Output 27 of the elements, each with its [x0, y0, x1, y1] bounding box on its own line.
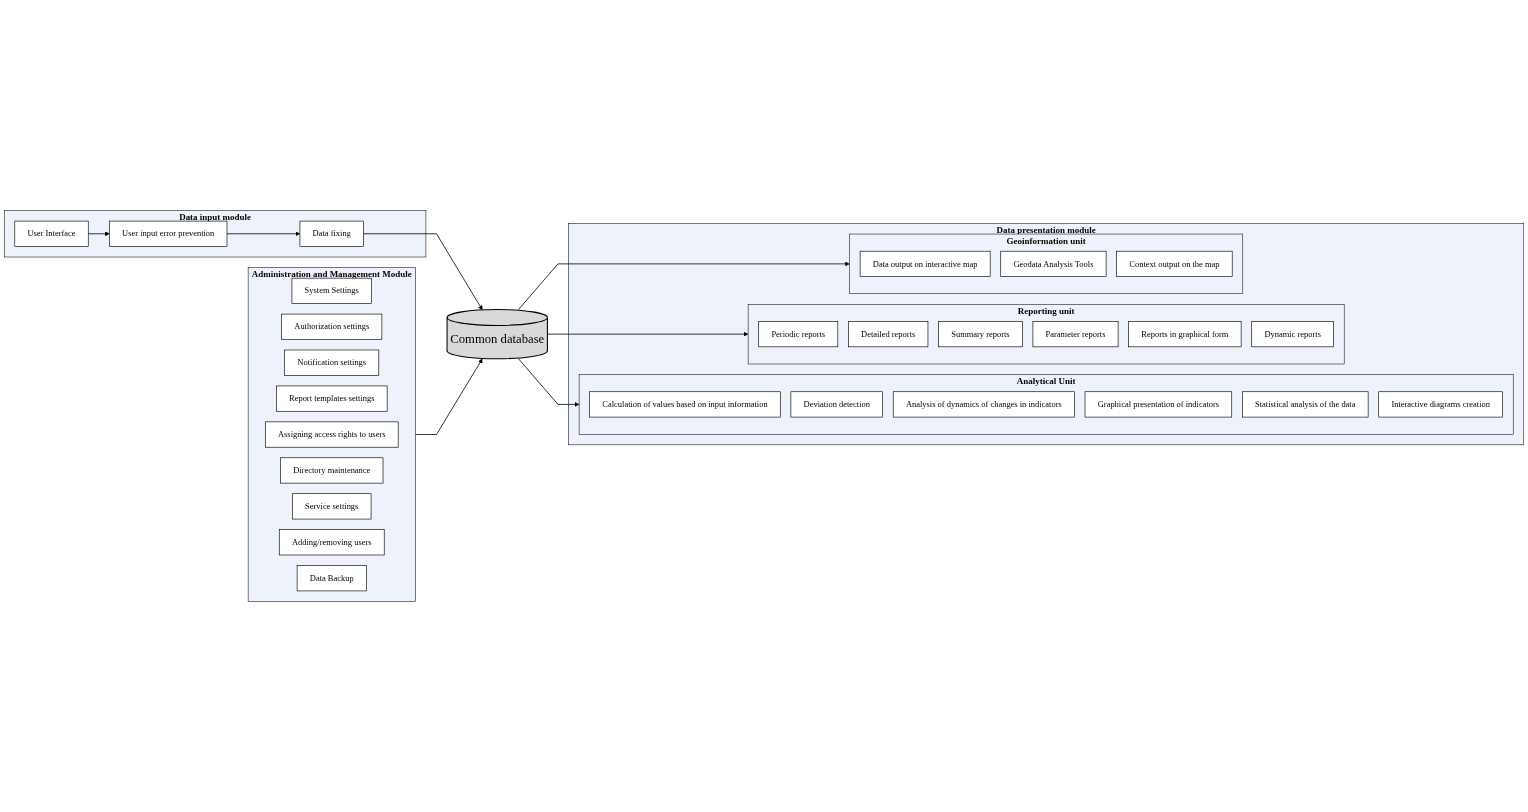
node-box: Authorization settings [281, 313, 383, 340]
node-box: Interactive diagrams creation [1378, 391, 1503, 418]
node-box: Data output on interactive map [859, 250, 991, 277]
node-box: User Interface [14, 220, 89, 247]
node-box: System Settings [291, 277, 372, 304]
node-box: Data Backup [296, 565, 367, 592]
node-box: Assigning access rights to users [265, 421, 399, 448]
node-box: Context output on the map [1116, 250, 1233, 277]
node-box: Notification settings [284, 349, 380, 376]
node-box: Adding/removing users [278, 529, 385, 556]
node-box: Parameter reports [1032, 321, 1119, 348]
node-box: Data fixing [299, 220, 364, 247]
node-box: Graphical presentation of indicators [1084, 391, 1233, 418]
node-box: Analysis of dynamics of changes in indicators [892, 391, 1075, 418]
node-box: Periodic reports [758, 321, 839, 348]
node-box: Directory maintenance [280, 457, 384, 484]
node-box: Dynamic reports [1251, 321, 1334, 348]
node-box: Geodata Analysis Tools [1000, 250, 1107, 277]
node-box: Summary reports [938, 321, 1023, 348]
node-box: Deviation detection [790, 391, 883, 418]
node-box: Service settings [292, 493, 372, 520]
node-box: Calculation of values based on input information [589, 391, 781, 418]
node-box: Detailed reports [848, 321, 929, 348]
node-box: Reports in graphical form [1128, 321, 1242, 348]
node-box: User input error prevention [109, 220, 228, 247]
node-box: Statistical analysis of the data [1242, 391, 1369, 418]
node-box: Report templates settings [276, 385, 388, 412]
